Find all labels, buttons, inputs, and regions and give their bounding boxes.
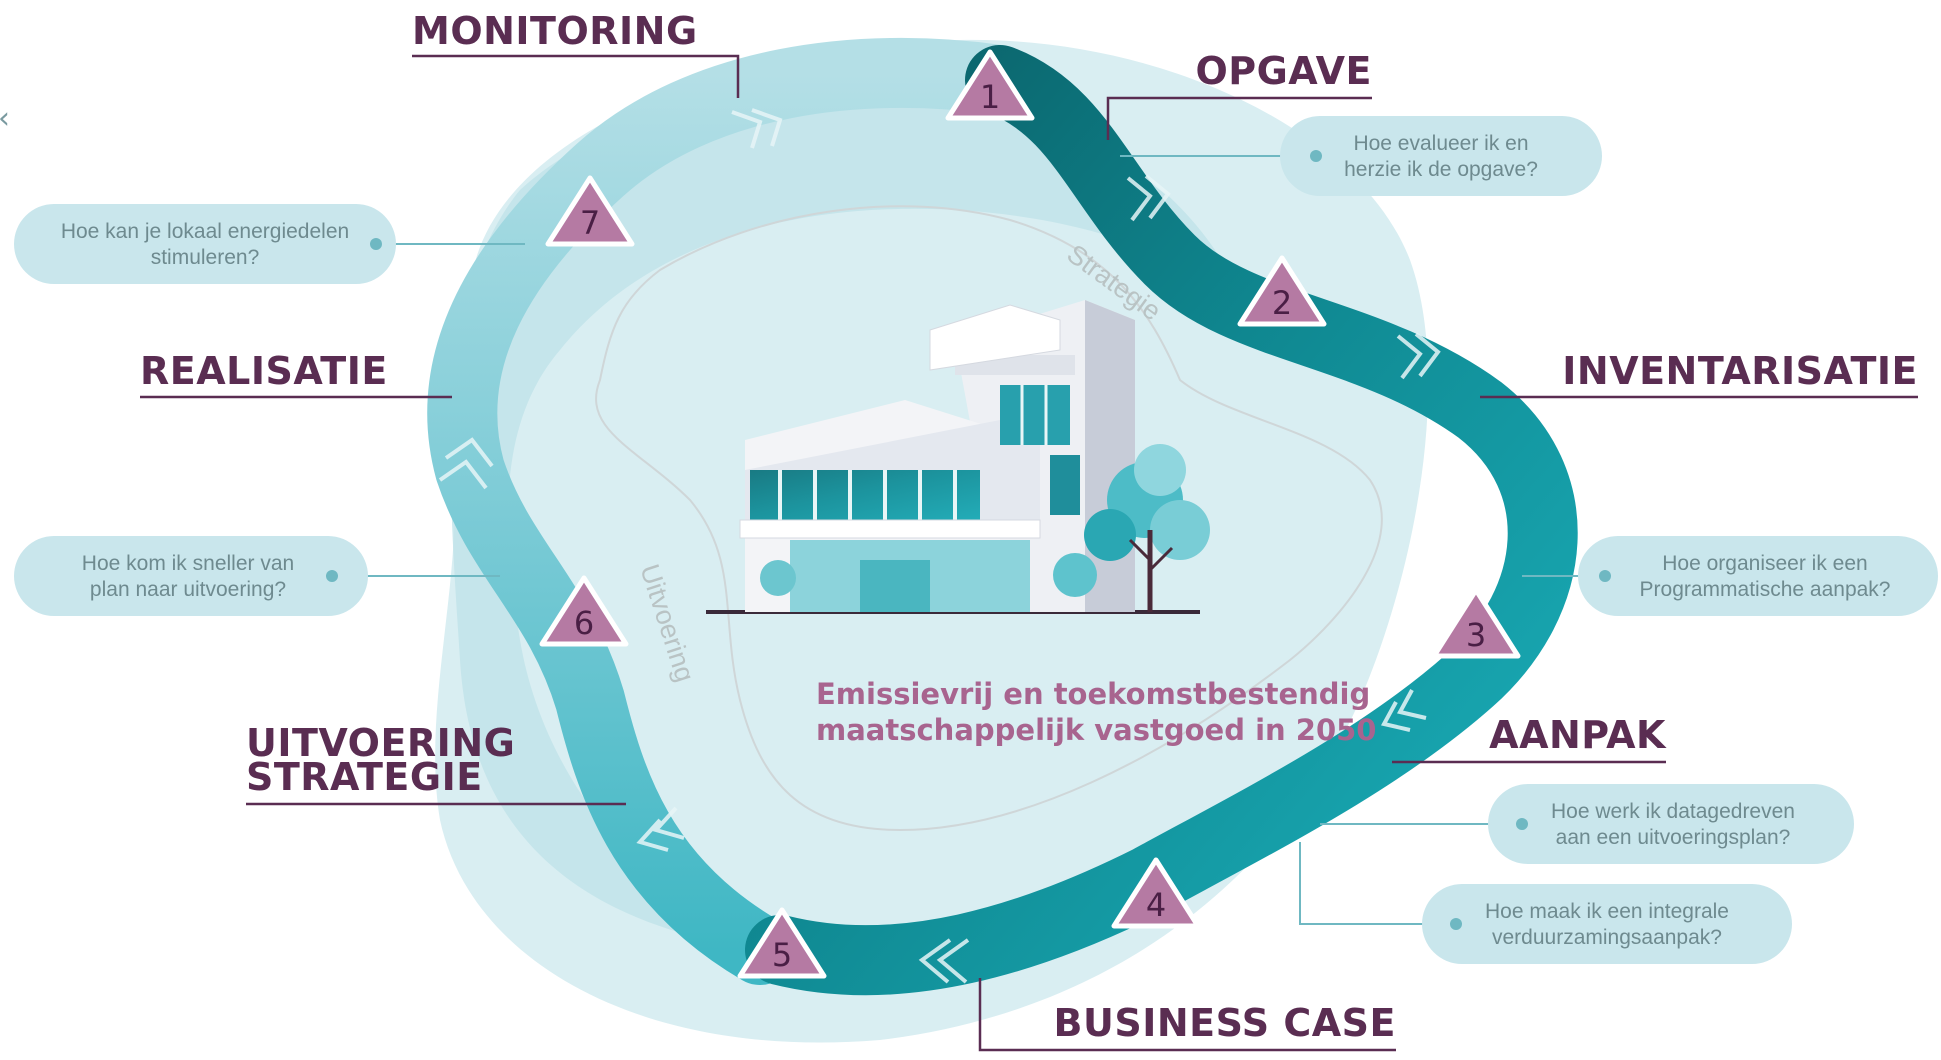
step-number: 1 xyxy=(980,78,1000,116)
center-title-line2: maatschappelijk vastgoed in 2050 xyxy=(816,713,1376,747)
arrow-icon xyxy=(438,437,494,490)
question-bubble-inventarisatie[interactable]: Hoe organiseer ik een Programmatische aa… xyxy=(1578,536,1938,616)
heading-underlines xyxy=(140,54,1918,1052)
step-number: 4 xyxy=(1146,886,1166,924)
question-text-line: Hoe werk ik datagedreven xyxy=(1551,800,1795,823)
back-chevron-icon[interactable]: ‹ xyxy=(0,101,10,136)
arrow-icon xyxy=(1380,689,1427,732)
path-right-band xyxy=(745,45,1578,996)
step-number: 6 xyxy=(574,604,594,642)
step-marker-7[interactable]: 7 xyxy=(545,175,635,247)
step-number: 2 xyxy=(1272,284,1292,322)
step-marker-1[interactable]: 1 xyxy=(945,49,1035,121)
arrow-icon xyxy=(1396,332,1441,380)
arrow-icon xyxy=(731,108,783,149)
question-text-line: Programmatische aanpak? xyxy=(1640,578,1891,601)
phase-heading-business-case: BUSINESS CASE xyxy=(1054,1001,1396,1045)
inner-outline xyxy=(595,205,1383,832)
question-text-line: Hoe evalueer ik en xyxy=(1353,132,1528,155)
step-number: 7 xyxy=(580,204,600,242)
question-bubble-aanpak-2[interactable]: Hoe maak ik een integrale verduurzamings… xyxy=(1422,884,1792,964)
path-direction-arrows xyxy=(438,108,1441,984)
question-text-line: herzie ik de opgave? xyxy=(1344,158,1538,181)
question-text-line: verduurzamingsaanpak? xyxy=(1492,926,1722,949)
question-bubble-realisatie[interactable]: Hoe kom ik sneller van plan naar uitvoer… xyxy=(14,536,368,616)
phase-heading-uitvoering: UITVOERING xyxy=(246,721,515,765)
step-marker-5[interactable]: 5 xyxy=(737,907,827,979)
step-marker-6[interactable]: 6 xyxy=(539,575,629,647)
phase-heading-inventarisatie: INVENTARISATIE xyxy=(1562,349,1918,393)
question-bubble-aanpak-1[interactable]: Hoe werk ik datagedreven aan een uitvoer… xyxy=(1488,784,1854,864)
step-marker-3[interactable]: 3 xyxy=(1431,587,1521,659)
phase-heading-strategie: STRATEGIE xyxy=(246,755,483,799)
arrow-icon xyxy=(918,938,970,984)
question-text-line: plan naar uitvoering? xyxy=(90,578,286,601)
question-bubble-opgave[interactable]: Hoe evalueer ik en herzie ik de opgave? xyxy=(1280,116,1602,196)
phase-heading-opgave: OPGAVE xyxy=(1195,49,1372,93)
phase-heading-monitoring: MONITORING xyxy=(412,9,698,53)
center-title-line1: Emissievrij en toekomstbestendig xyxy=(816,677,1370,711)
question-text-line: Hoe kom ik sneller van xyxy=(82,552,294,575)
question-text-line: stimuleren? xyxy=(151,246,260,269)
question-text-line: Hoe kan je lokaal energiedelen xyxy=(61,220,349,243)
question-text-line: Hoe maak ik een integrale xyxy=(1485,900,1729,923)
step-marker-4[interactable]: 4 xyxy=(1111,857,1201,929)
phase-heading-realisatie: REALISATIE xyxy=(140,349,388,393)
step-number: 3 xyxy=(1466,616,1486,654)
building-illustration xyxy=(706,300,1210,614)
arrow-icon xyxy=(1126,174,1171,222)
question-text-line: aan een uitvoeringsplan? xyxy=(1556,826,1791,849)
phase-heading-aanpak: AANPAK xyxy=(1489,713,1667,757)
step-number: 5 xyxy=(772,936,792,974)
question-bubble-monitoring[interactable]: Hoe kan je lokaal energiedelen stimulere… xyxy=(14,204,396,284)
question-text-line: Hoe organiseer ik een xyxy=(1662,552,1867,575)
arrow-icon xyxy=(636,806,685,852)
step-marker-2[interactable]: 2 xyxy=(1237,255,1327,327)
